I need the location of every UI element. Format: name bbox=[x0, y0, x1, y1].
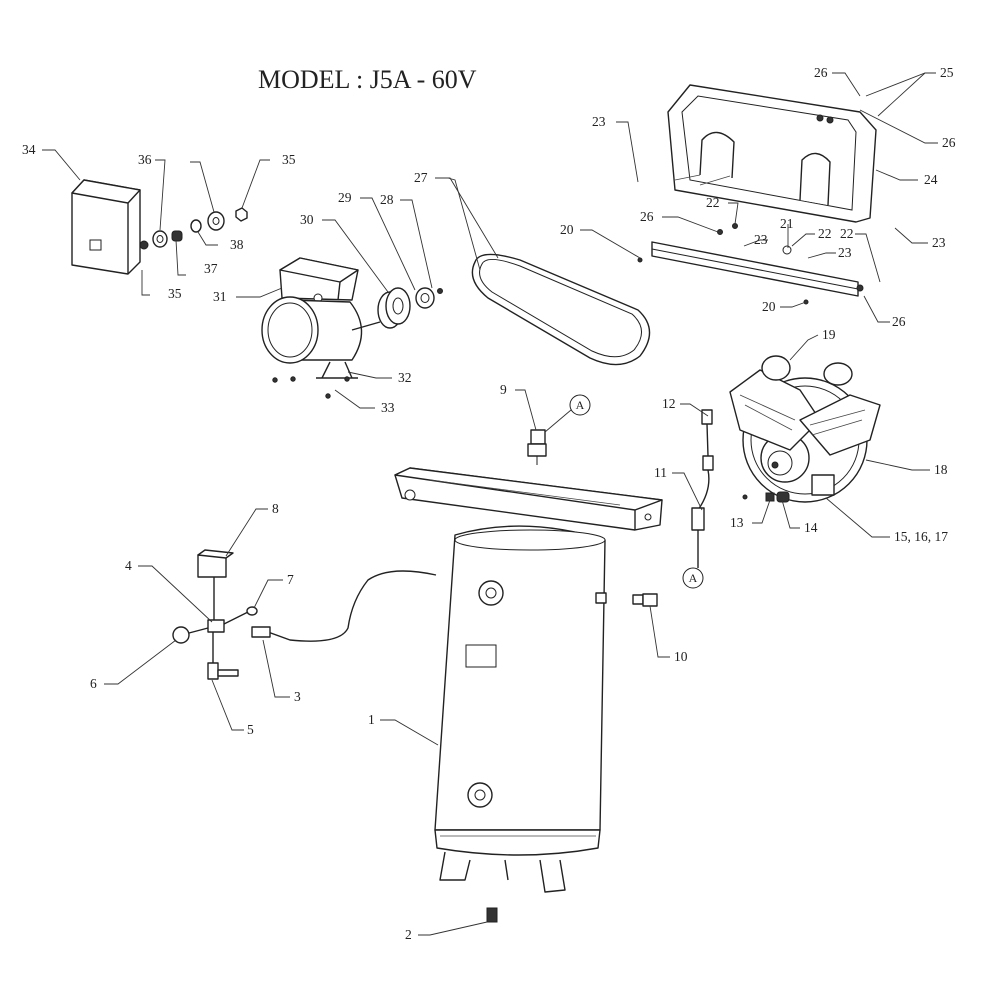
label-38: 38 bbox=[230, 237, 244, 252]
label-7: 7 bbox=[287, 572, 294, 587]
label-20-a: 20 bbox=[560, 222, 574, 237]
label-21: 21 bbox=[780, 216, 794, 231]
label-32: 32 bbox=[398, 370, 412, 385]
part-10-fitting bbox=[632, 593, 658, 607]
label-30: 30 bbox=[300, 212, 314, 227]
label-13: 13 bbox=[730, 515, 744, 530]
label-34: 34 bbox=[22, 142, 36, 157]
part-3-to-8-manifold bbox=[172, 549, 437, 680]
label-8: 8 bbox=[272, 501, 279, 516]
label-5: 5 bbox=[247, 722, 254, 737]
label-1: 1 bbox=[368, 712, 375, 727]
svg-text:A: A bbox=[576, 398, 585, 412]
label-6: 6 bbox=[90, 676, 97, 691]
part-34-switch-box bbox=[71, 179, 141, 275]
part-18-compressor-pump bbox=[729, 355, 881, 503]
connector-a-1: A bbox=[544, 394, 591, 433]
label-26-b: 26 bbox=[942, 135, 956, 150]
svg-text:A: A bbox=[689, 571, 698, 585]
label-25: 25 bbox=[940, 65, 954, 80]
label-23-a: 23 bbox=[592, 114, 606, 129]
label-18: 18 bbox=[934, 462, 948, 477]
label-35-a: 35 bbox=[168, 286, 182, 301]
label-9: 9 bbox=[500, 382, 507, 397]
label-23-d: 23 bbox=[838, 245, 852, 260]
tank-saddle-plate bbox=[394, 467, 663, 531]
label-26-d: 26 bbox=[892, 314, 906, 329]
connector-a-2: A bbox=[682, 567, 704, 589]
label-19: 19 bbox=[822, 327, 836, 342]
label-23-b: 23 bbox=[932, 235, 946, 250]
label-28: 28 bbox=[380, 192, 394, 207]
label-27: 27 bbox=[414, 170, 428, 185]
leader-lines bbox=[42, 72, 938, 936]
part-35-36-37-38-fittings bbox=[139, 207, 248, 250]
label-10: 10 bbox=[674, 649, 688, 664]
label-2: 2 bbox=[405, 927, 412, 942]
label-26-a: 26 bbox=[814, 65, 828, 80]
label-20-b: 20 bbox=[762, 299, 776, 314]
part-11-discharge-tube bbox=[691, 409, 714, 568]
label-11: 11 bbox=[654, 465, 667, 480]
label-4: 4 bbox=[125, 558, 132, 573]
part-13-14-fittings bbox=[742, 491, 790, 503]
label-33: 33 bbox=[381, 400, 395, 415]
label-15-16-17: 15, 16, 17 bbox=[894, 529, 948, 544]
label-22-a: 22 bbox=[706, 195, 720, 210]
part-number-labels: 34 35 36 37 38 35 30 29 28 27 31 32 33 2… bbox=[22, 65, 956, 942]
label-26-c: 26 bbox=[640, 209, 654, 224]
part-20-bracket bbox=[637, 223, 864, 305]
label-31: 31 bbox=[213, 289, 227, 304]
label-29: 29 bbox=[338, 190, 352, 205]
part-30-motor-pulley bbox=[377, 287, 443, 329]
label-14: 14 bbox=[804, 520, 818, 535]
part-24-belt-guard bbox=[667, 84, 877, 223]
model-title: MODEL : J5A - 60V bbox=[258, 65, 477, 94]
part-27-v-belt bbox=[471, 253, 651, 366]
part-9-check-valve bbox=[527, 429, 547, 465]
label-23-c: 23 bbox=[754, 232, 768, 247]
label-37: 37 bbox=[204, 261, 218, 276]
label-22-b: 22 bbox=[818, 226, 832, 241]
part-2-drain-valve bbox=[486, 907, 498, 923]
label-35-b: 35 bbox=[282, 152, 296, 167]
label-12: 12 bbox=[662, 396, 676, 411]
part-31-motor bbox=[261, 257, 381, 399]
part-1-air-tank bbox=[434, 525, 607, 893]
label-22-c: 22 bbox=[840, 226, 854, 241]
label-24: 24 bbox=[924, 172, 938, 187]
label-36: 36 bbox=[138, 152, 152, 167]
label-3: 3 bbox=[294, 689, 301, 704]
